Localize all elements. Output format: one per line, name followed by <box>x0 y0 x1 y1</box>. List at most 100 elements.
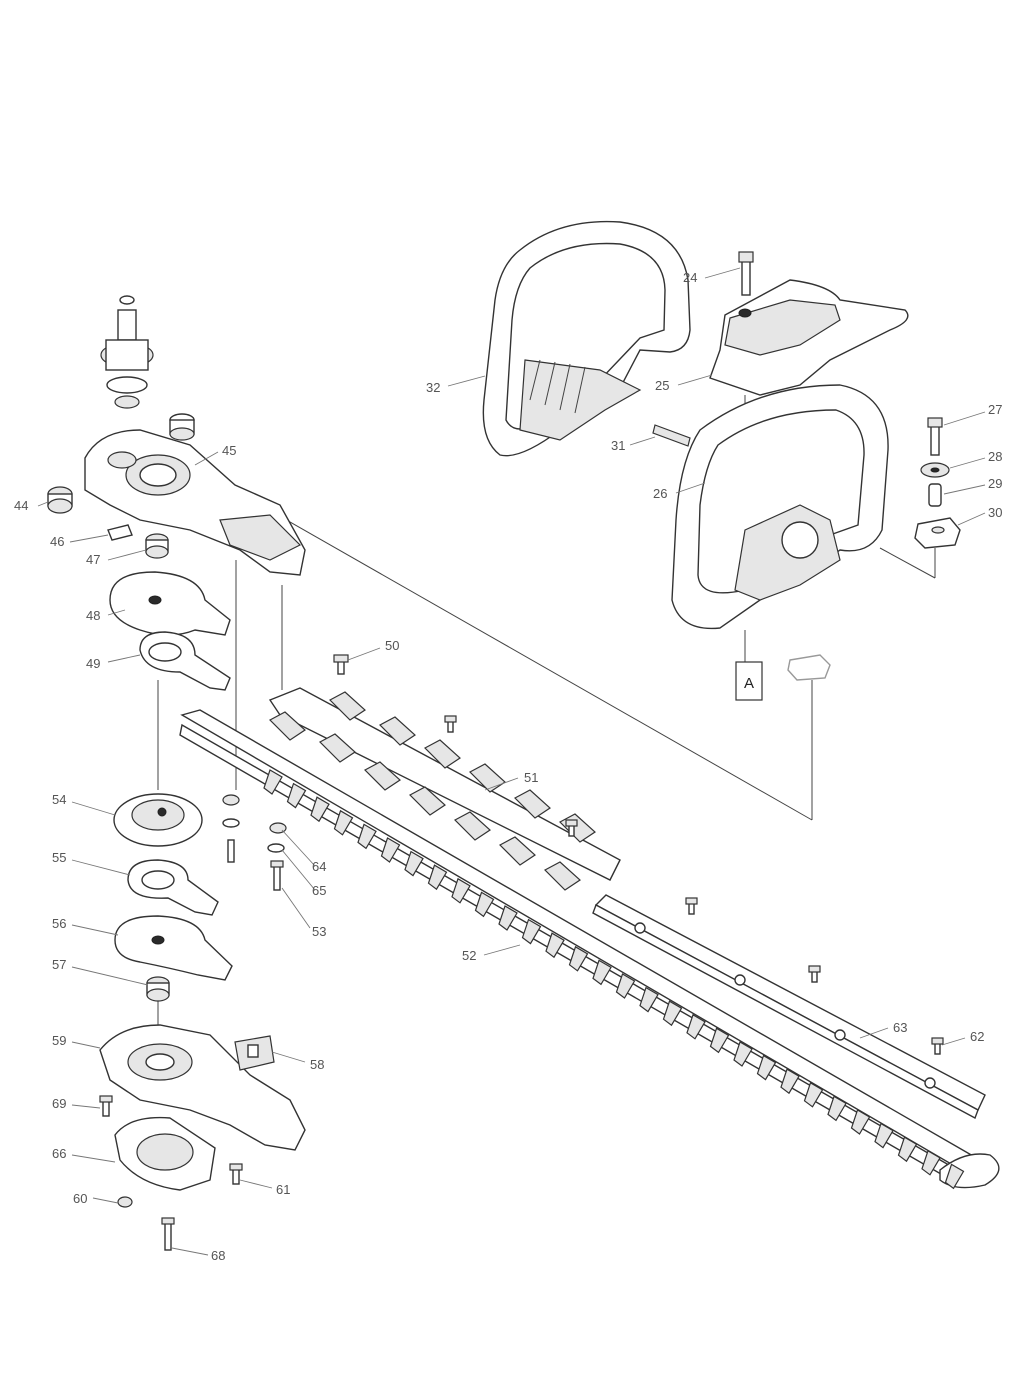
leader-lines <box>37 267 986 1256</box>
plate-48 <box>109 571 231 636</box>
blade-tooth <box>756 1054 777 1081</box>
bolt-27 <box>927 417 943 456</box>
blade-tooth <box>498 905 518 931</box>
label-61: 61 <box>276 1182 290 1197</box>
label-65: 65 <box>312 883 326 898</box>
plate-56 <box>114 915 233 981</box>
label-53: 53 <box>312 924 326 939</box>
brush-31 <box>652 424 691 447</box>
label-45: 45 <box>222 443 236 458</box>
blade-tooth <box>921 1149 941 1176</box>
armature <box>100 295 154 409</box>
upper-blade-51 <box>268 687 621 891</box>
bearing-44 <box>47 486 73 514</box>
crank-ring-55 <box>127 859 219 916</box>
nut-30 <box>914 517 961 549</box>
blade-tooth <box>639 986 659 1013</box>
bolt-68 <box>161 1217 175 1251</box>
blade-tooth <box>780 1068 800 1095</box>
front-handle <box>671 384 889 630</box>
blade-tooth <box>474 891 495 918</box>
blade-tooth <box>357 823 377 850</box>
blade-tooth <box>850 1109 871 1135</box>
bolt-24 <box>738 251 754 296</box>
blade-tooth <box>897 1136 918 1163</box>
label-63: 63 <box>893 1020 907 1035</box>
blade-tooth <box>568 945 589 972</box>
gear-housing-59 <box>99 1024 306 1151</box>
blade-tooth <box>380 837 401 863</box>
blade-tooth <box>874 1122 894 1149</box>
clip-58 <box>234 1035 275 1071</box>
blade-tooth <box>662 1000 683 1027</box>
callout-box-a: A <box>735 661 763 701</box>
label-28: 28 <box>988 449 1002 464</box>
label-57: 57 <box>52 957 66 972</box>
washer-28 <box>920 462 950 478</box>
blade-tooth <box>427 864 448 891</box>
blade-tooth <box>592 959 612 986</box>
screw-61 <box>229 1163 243 1185</box>
guide-bar-63 <box>592 894 986 1119</box>
label-31: 31 <box>611 438 625 453</box>
label-68: 68 <box>211 1248 225 1263</box>
bearing-47 <box>145 533 169 559</box>
blade-screws <box>444 715 944 1055</box>
handle-cover <box>709 279 909 396</box>
blade-tooth <box>709 1027 730 1054</box>
blade-tooth <box>827 1095 847 1122</box>
blade-tooth <box>944 1163 965 1190</box>
gear-54 <box>113 793 203 847</box>
label-25: 25 <box>655 378 669 393</box>
label-44: 44 <box>14 498 28 513</box>
blade-tooth <box>803 1081 824 1108</box>
bearing-top <box>169 413 195 441</box>
blade-tooth <box>615 973 636 999</box>
blade-tooth <box>521 918 542 945</box>
label-66: 66 <box>52 1146 66 1161</box>
spacer-29 <box>928 483 942 507</box>
screw-69 <box>99 1095 113 1117</box>
cover-66 <box>114 1116 216 1191</box>
blade-tooth <box>545 932 565 959</box>
blade-tooth <box>263 769 283 795</box>
label-60: 60 <box>73 1191 87 1206</box>
label-26: 26 <box>653 486 667 501</box>
label-62: 62 <box>970 1029 984 1044</box>
bearing-57 <box>146 976 170 1002</box>
callout-box-a-label: A <box>744 675 754 692</box>
blade-tooth <box>686 1013 706 1040</box>
hardware-column <box>222 794 240 863</box>
blade-tooth <box>404 850 424 877</box>
screw-50 <box>333 654 349 675</box>
label-64: 64 <box>312 859 326 874</box>
blade-tooth <box>286 782 307 809</box>
label-32: 32 <box>426 380 440 395</box>
washer-65 <box>267 843 285 853</box>
label-24: 24 <box>683 270 697 285</box>
bolt-53 <box>270 860 284 891</box>
label-69: 69 <box>52 1096 66 1111</box>
label-58: 58 <box>310 1057 324 1072</box>
lower-blade-52 <box>179 709 1000 1190</box>
label-55: 55 <box>52 850 66 865</box>
blade-tooth <box>733 1041 753 1067</box>
blade-tooth <box>310 796 330 823</box>
label-54: 54 <box>52 792 66 807</box>
label-59: 59 <box>52 1033 66 1048</box>
label-46: 46 <box>50 534 64 549</box>
label-51: 51 <box>524 770 538 785</box>
label-27: 27 <box>988 402 1002 417</box>
gear-housing-45 <box>84 429 306 576</box>
blade-tooth <box>333 809 354 836</box>
label-47: 47 <box>86 552 100 567</box>
label-48: 48 <box>86 608 100 623</box>
label-50: 50 <box>385 638 399 653</box>
clip-46 <box>107 524 133 541</box>
label-52: 52 <box>462 948 476 963</box>
label-49: 49 <box>86 656 100 671</box>
part-labels: 24 25 26 27 28 29 30 31 32 44 45 46 47 4… <box>14 270 1002 1263</box>
label-56: 56 <box>52 916 66 931</box>
nut-ghost <box>787 654 831 681</box>
